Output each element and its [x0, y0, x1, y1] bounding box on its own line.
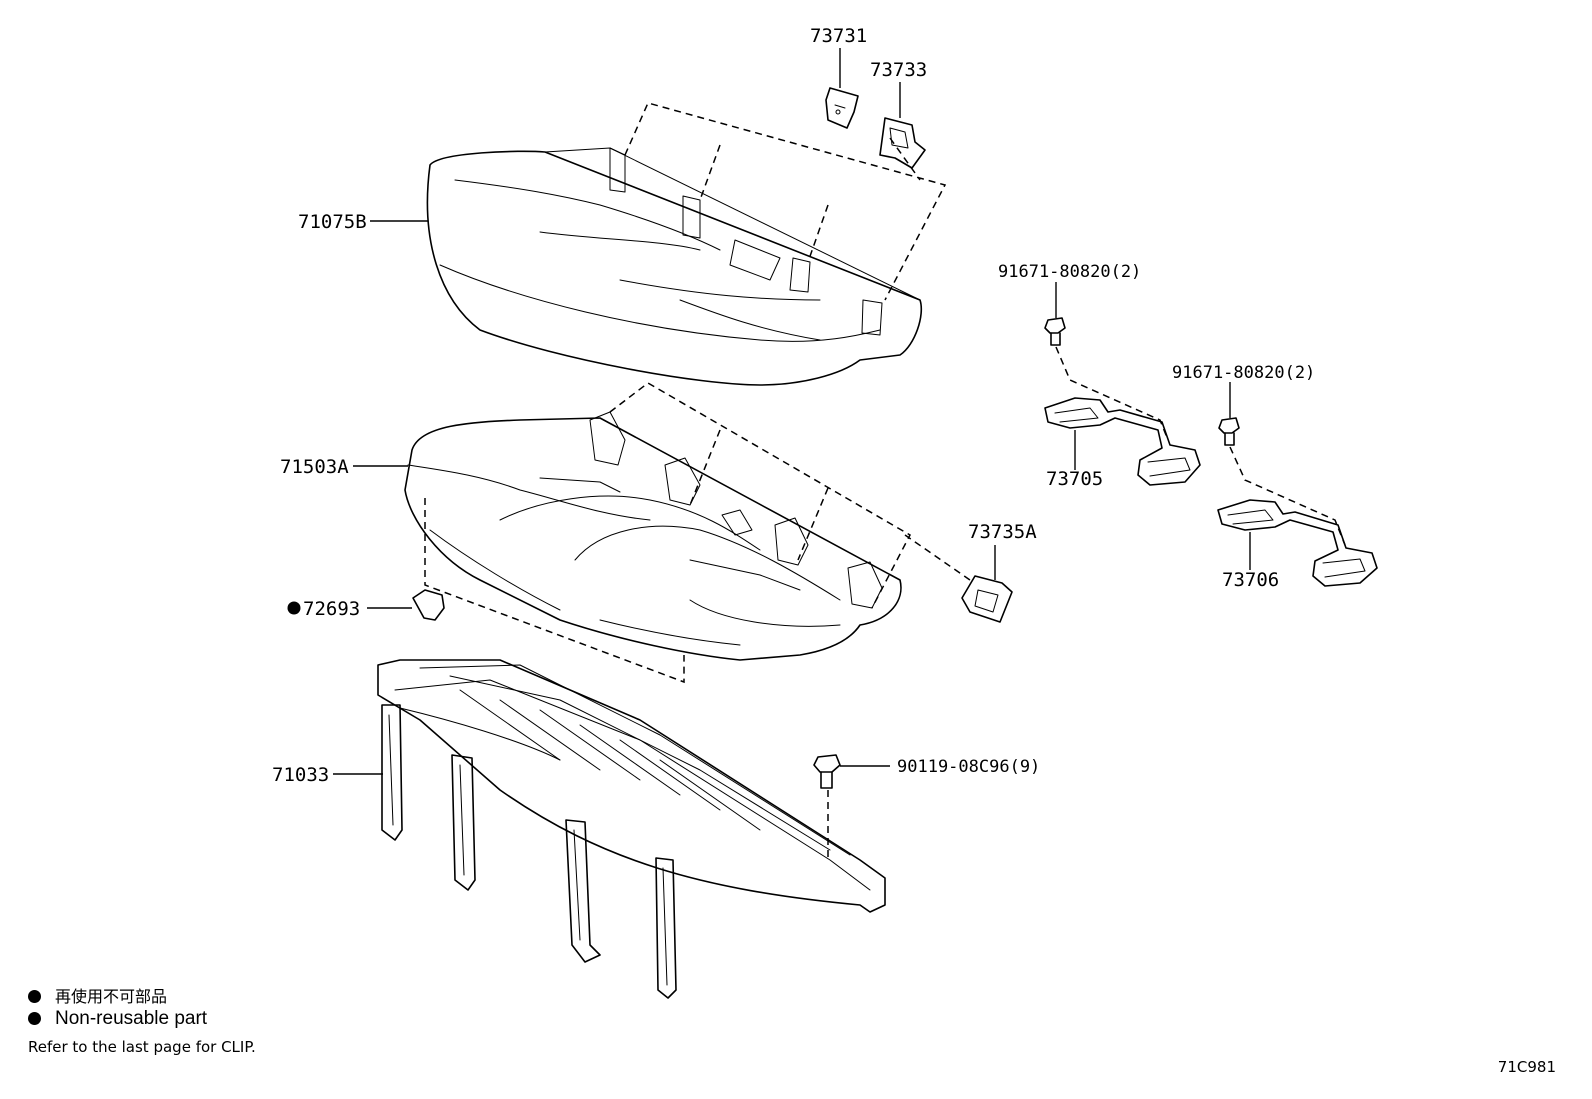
clip-73731[interactable] [825, 87, 859, 129]
bracket-73705[interactable] [1044, 397, 1201, 486]
bolt-90119[interactable] [813, 754, 841, 789]
label-72693: 72693 [303, 598, 360, 620]
label-73735a: 73735A [968, 521, 1037, 543]
label-90119: 90119-08C96(9) [897, 757, 1040, 777]
label-73733: 73733 [870, 59, 927, 81]
seat-cushion-71503a[interactable] [404, 411, 902, 661]
figure-code: 71C981 [1497, 1058, 1556, 1076]
label-73705: 73705 [1046, 468, 1103, 490]
seat-cover-71075b[interactable] [426, 147, 923, 386]
label-73731: 73731 [810, 25, 867, 47]
hook-73733[interactable] [879, 117, 926, 169]
bolt-91671-upper[interactable] [1044, 317, 1066, 346]
non-reusable-dot-72693 [287, 601, 301, 615]
label-71503a: 71503A [280, 456, 349, 478]
legend-dot-icon [28, 990, 41, 1003]
legend-non-reusable-en: Non-reusable part [28, 1008, 207, 1030]
legend-en-text: Non-reusable part [55, 1008, 208, 1029]
label-91671-lower: 91671-80820(2) [1172, 363, 1315, 383]
bracket-73706[interactable] [1217, 499, 1378, 587]
refer-note: Refer to the last page for CLIP. [28, 1038, 256, 1056]
label-71033: 71033 [272, 764, 329, 786]
legend-jp-text: 再使用不可部品 [55, 987, 168, 1006]
hook-73735a[interactable] [961, 575, 1013, 623]
seat-frame-71033[interactable] [377, 659, 886, 999]
legend-non-reusable-jp: 再使用不可部品 [28, 983, 167, 1007]
clip-72693[interactable] [412, 589, 445, 621]
label-73706: 73706 [1222, 569, 1279, 591]
label-91671-upper: 91671-80820(2) [998, 262, 1141, 282]
bolt-91671-lower[interactable] [1218, 417, 1240, 446]
label-71075b: 71075B [298, 211, 367, 233]
legend-dot-icon [28, 1012, 41, 1025]
